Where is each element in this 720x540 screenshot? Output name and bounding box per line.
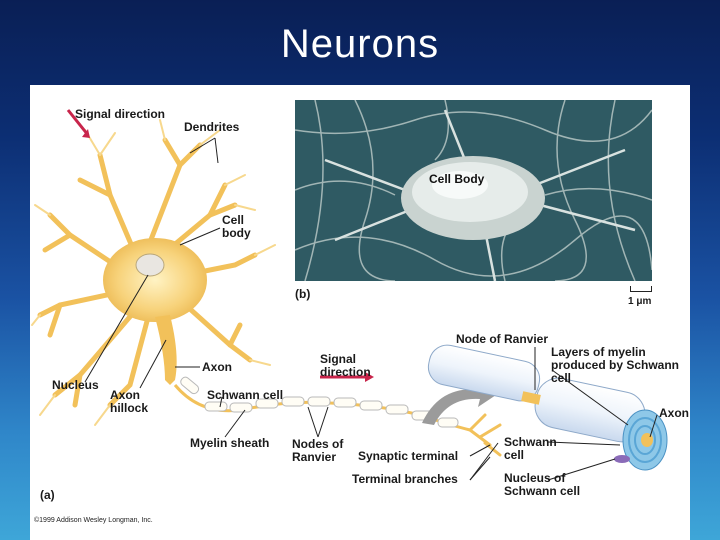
terminal-branches [470, 415, 500, 455]
label-nucleus: Nucleus [52, 379, 99, 392]
label-axon-hillock: Axon hillock [110, 389, 160, 415]
label-axon-right: Axon [659, 407, 689, 420]
label-nucleus-of-schwann: Nucleus of Schwann cell [504, 472, 594, 498]
scale-label: 1 μm [628, 295, 651, 308]
panel-a-label: (a) [40, 489, 55, 502]
cell-body-drawing [103, 238, 207, 322]
slide-title: Neurons [0, 22, 720, 67]
scale-bar [630, 286, 652, 292]
label-nodes-of-ranvier: Nodes of Ranvier [292, 438, 352, 464]
nucleus-drawing [136, 254, 164, 276]
label-signal-direction-mid: Signal direction [320, 353, 382, 379]
label-schwann-cell-right: Schwann cell [504, 436, 564, 462]
neuron-figure: Cell Body Signal direction Dendrites Cel… [30, 85, 690, 540]
label-synaptic-terminal: Synaptic terminal [358, 450, 458, 463]
label-cell-body: Cell body [222, 214, 262, 240]
label-myelin-sheath: Myelin sheath [190, 437, 269, 450]
label-terminal-branches: Terminal branches [352, 473, 458, 486]
label-axon-left: Axon [202, 361, 232, 374]
label-node-of-ranvier: Node of Ranvier [456, 333, 548, 346]
cell-body-micrograph: Cell Body [295, 100, 652, 281]
cell-body-photo-label: Cell Body [429, 172, 484, 186]
label-dendrites: Dendrites [184, 121, 239, 134]
copyright-text: ©1999 Addison Wesley Longman, Inc. [34, 517, 153, 524]
panel-b-label: (b) [295, 288, 310, 301]
label-layers-of-myelin: Layers of myelin produced by Schwann cel… [551, 346, 690, 385]
label-signal-direction-top: Signal direction [75, 108, 165, 121]
micrograph-image [295, 100, 652, 281]
label-schwann-cell-mid: Schwann cell [207, 389, 283, 402]
